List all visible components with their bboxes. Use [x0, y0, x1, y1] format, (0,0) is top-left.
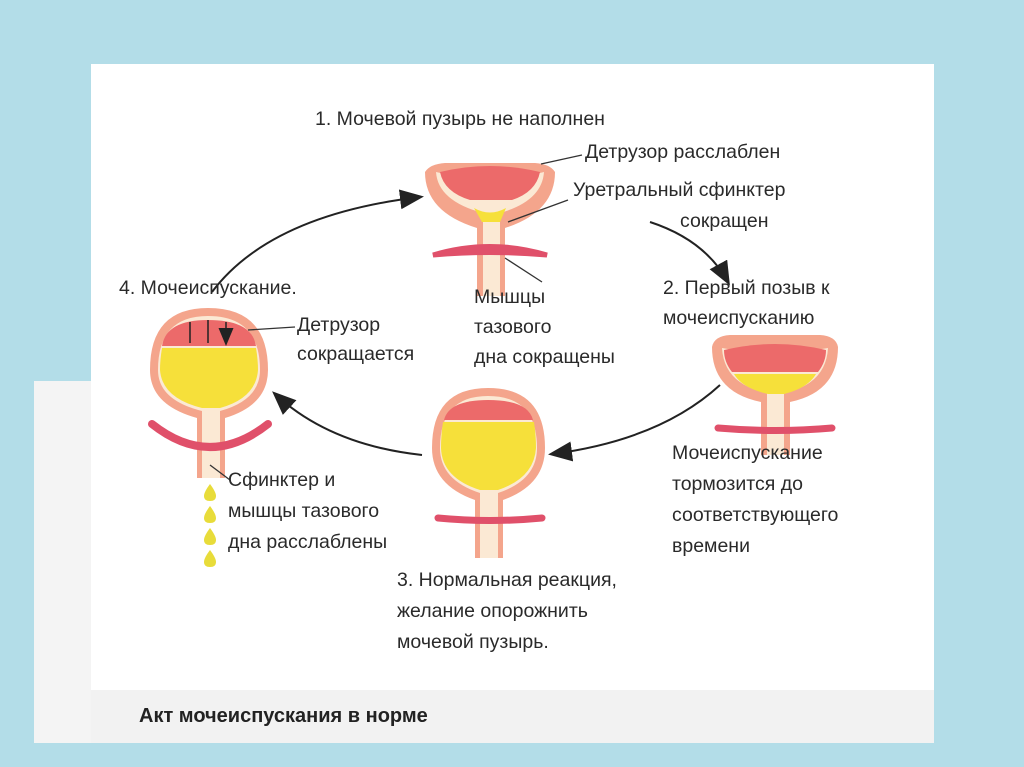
sphincter-relaxed-line2: мышцы тазового — [228, 500, 380, 522]
stage2-note-line4: времени — [672, 535, 750, 557]
arrow-2-to-3 — [548, 384, 721, 462]
bladder-voiding-icon — [148, 308, 272, 478]
pelvic-floor-label-line3: дна сокращены — [474, 346, 615, 368]
stage3-line2: желание опорожнить — [397, 600, 588, 622]
sphincter-relaxed-line1: Сфинктер и — [228, 469, 336, 491]
stage2-note-line3: соответствующего — [672, 504, 839, 526]
urethral-sphincter-label-line1: Уретральный сфинктер — [573, 179, 786, 201]
stage2-title-line2: мочеиспусканию — [663, 307, 815, 329]
stage3-line3: мочевой пузырь. — [397, 631, 549, 653]
leader-lines — [209, 154, 583, 481]
stage2-note-line2: тормозится до — [672, 473, 803, 495]
stage1-title: 1. Мочевой пузырь не наполнен — [315, 108, 605, 130]
urine-droplets-icon — [204, 484, 216, 567]
bladder-full-icon — [432, 388, 546, 558]
sphincter-relaxed-line3: дна расслаблены — [228, 531, 388, 553]
arrow-1-to-2 — [649, 221, 730, 286]
stage3-line1: 3. Нормальная реакция, — [397, 569, 617, 591]
arrow-3-to-4 — [272, 391, 423, 456]
arrow-4-to-1 — [211, 189, 424, 293]
pelvic-floor-label-line1: Мышцы — [474, 286, 546, 308]
pelvic-floor-label-line2: тазового — [474, 316, 552, 338]
stage2-note-line1: Мочеиспускание — [672, 442, 823, 464]
diagram-caption: Акт мочеиспускания в норме — [139, 705, 428, 727]
urethral-sphincter-label-line2: сокращен — [680, 210, 769, 232]
caption-bar — [91, 690, 934, 743]
bladder-empty-icon — [425, 163, 555, 296]
detrusor-contracts-line1: Детрузор — [297, 314, 381, 336]
detrusor-relaxed-label: Детрузор расслаблен — [585, 141, 781, 163]
stage2-title-line1: 2. Первый позыв к — [663, 277, 830, 299]
stage4-title: 4. Мочеиспускание. — [119, 277, 297, 299]
bladder-first-urge-icon — [712, 335, 838, 455]
detrusor-contracts-line2: сокращается — [297, 343, 415, 365]
